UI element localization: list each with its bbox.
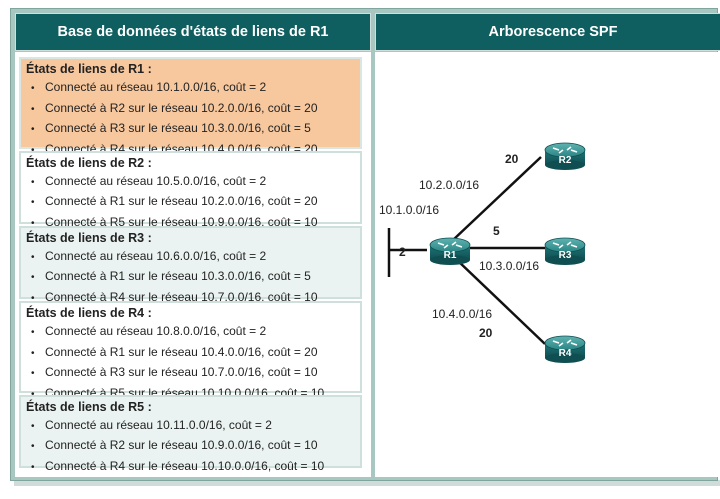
router-arrows-icon: [552, 146, 578, 154]
bullet: •: [31, 368, 35, 379]
bullet: •: [31, 103, 35, 115]
spf-tree-diagram: R1 R2 R3 R4: [379, 142, 586, 363]
router-arrows-icon: [437, 241, 463, 249]
bullet: •: [31, 388, 35, 400]
lsdb-block-r1: États de liens de R1 : • Connecté au rése…: [19, 57, 362, 156]
lsdb-title: États de liens de R2 :: [26, 156, 152, 170]
cost-label-r1-r2: 20: [505, 152, 519, 166]
router-label: R1: [444, 250, 457, 261]
lsdb-entry-text: Connecté à R4 sur le réseau 10.7.0.0/16,…: [45, 289, 318, 304]
bullet: •: [31, 252, 35, 263]
lsdb-block-r4: États de liens de R4 : • Connecté au rése…: [19, 301, 362, 400]
bullet: •: [31, 441, 35, 453]
router-label: R3: [559, 250, 572, 261]
lsdb-entry: • Connecté à R3 sur le réseau 10.3.0.0/16…: [26, 119, 360, 140]
lsdb-entry: • Connecté à R2 sur le réseau 10.9.0.0/16…: [26, 436, 360, 456]
router-base: [430, 255, 470, 265]
bullet: •: [31, 347, 35, 359]
lsdb-block-r3: États de liens de R3 : • Connecté au rése…: [19, 226, 362, 304]
lsdb-entry-text: Connecté à R2 sur le réseau 10.2.0.0/16,…: [45, 100, 318, 115]
lsdb-title: États de liens de R4 :: [26, 306, 152, 320]
bullet: •: [31, 327, 35, 338]
router-top: [544, 237, 586, 253]
frame-shadow: [14, 480, 720, 486]
lsdb-entry: • Connecté au réseau 10.11.0.0/16, coût =…: [26, 416, 360, 436]
network-label-r1-r4: 10.4.0.0/16: [432, 307, 492, 321]
lsdb-title: États de liens de R3 :: [26, 231, 152, 245]
link-r1-r2: [452, 156, 542, 241]
router-base: [545, 160, 585, 170]
link-r1-r4: [456, 259, 546, 345]
bullet: •: [31, 144, 35, 156]
spf-panel: R1 R2 R3 R4: [375, 52, 720, 477]
router-base: [545, 255, 585, 265]
network-label-r1-r3: 10.3.0.0/16: [479, 259, 539, 273]
bullet: •: [31, 197, 35, 209]
lsdb-entry-text: Connecté au réseau 10.6.0.0/16, coût = 2: [45, 249, 267, 263]
lsdb-entry-text: Connecté à R3 sur le réseau 10.3.0.0/16,…: [45, 121, 311, 135]
lsdb-entry-text: Connecté à R1 sur le réseau 10.3.0.0/16,…: [45, 269, 311, 284]
lsdb-entry: • Connecté au réseau 10.1.0.0/16, coût = …: [26, 78, 360, 99]
lsdb-entry: • Connecté au réseau 10.6.0.0/16, coût = …: [26, 247, 360, 267]
lsdb-header: Base de données d'états de liens de R1: [15, 13, 371, 51]
lsdb-entry-text: Connecté au réseau 10.1.0.0/16, coût = 2: [45, 80, 267, 94]
router-r4: R4: [544, 335, 586, 363]
router-base: [545, 353, 585, 363]
lsdb-entry-text: Connecté à R1 sur le réseau 10.4.0.0/16,…: [45, 344, 318, 359]
lsdb-block-r5: États de liens de R5 : • Connecté au rése…: [19, 395, 362, 473]
lsdb-title: États de liens de R1 :: [26, 62, 152, 76]
lsdb-entry-text: Connecté au réseau 10.5.0.0/16, coût = 2: [45, 174, 267, 188]
figure-frame: Base de données d'états de liens de R1 A…: [10, 8, 720, 481]
router-top: [544, 335, 586, 351]
router-arrows-icon: [552, 339, 578, 347]
router-r2: R2: [544, 142, 586, 170]
router-r1: R1: [429, 237, 471, 265]
lsdb-entry: • Connecté à R2 sur le réseau 10.2.0.0/16…: [26, 99, 360, 120]
cost-label-r1-r4: 20: [479, 326, 493, 340]
bullet: •: [31, 292, 35, 304]
router-label: R2: [559, 155, 572, 166]
lsdb-entry-text: Connecté à R4 sur le réseau 10.10.0.0/16…: [45, 458, 325, 473]
lsdb-entry: • Connecté au réseau 10.5.0.0/16, coût = …: [26, 172, 360, 192]
spf-header: Arborescence SPF: [375, 13, 720, 51]
lsdb-entry: • Connecté à R1 sur le réseau 10.3.0.0/16…: [26, 267, 360, 287]
bullet: •: [31, 461, 35, 473]
lsdb-panel: États de liens de R1 : • Connecté au rése…: [15, 52, 371, 477]
lsdb-entry: • Connecté à R1 sur le réseau 10.2.0.0/16…: [26, 192, 360, 212]
bullet: •: [31, 83, 35, 94]
bullet: •: [31, 272, 35, 284]
lsdb-entry: • Connecté à R4 sur le réseau 10.10.0.0/1…: [26, 457, 360, 477]
router-r3: R3: [544, 237, 586, 265]
lsdb-title: États de liens de R5 :: [26, 400, 152, 414]
router-label: R4: [559, 348, 572, 359]
lsdb-entry: • Connecté au réseau 10.8.0.0/16, coût = …: [26, 322, 360, 343]
lsdb-entry-text: Connecté à R2 sur le réseau 10.9.0.0/16,…: [45, 438, 318, 453]
bullet: •: [31, 177, 35, 188]
lsdb-block-r2: États de liens de R2 : • Connecté au rése…: [19, 151, 362, 229]
lsdb-entry-text: Connecté au réseau 10.8.0.0/16, coût = 2: [45, 324, 267, 338]
lsdb-entry-text: Connecté à R3 sur le réseau 10.7.0.0/16,…: [45, 365, 318, 379]
network-label-r1-r2: 10.2.0.0/16: [419, 178, 479, 192]
lsdb-entry: • Connecté à R5 sur le réseau 10.9.0.0/16…: [26, 213, 360, 233]
bullet: •: [31, 217, 35, 229]
lsdb-entry-text: Connecté à R1 sur le réseau 10.2.0.0/16,…: [45, 194, 318, 209]
lsdb-entry-text: Connecté à R5 sur le réseau 10.9.0.0/16,…: [45, 214, 318, 229]
cost-label-lan: 2: [399, 245, 406, 259]
lsdb-entry: • Connecté à R4 sur le réseau 10.7.0.0/16…: [26, 288, 360, 308]
router-top: [544, 142, 586, 158]
lsdb-entry: • Connecté à R3 sur le réseau 10.7.0.0/16…: [26, 363, 360, 384]
bullet: •: [31, 124, 35, 135]
network-label-lan: 10.1.0.0/16: [379, 203, 439, 217]
bullet: •: [31, 421, 35, 432]
router-top: [429, 237, 471, 253]
lsdb-entry-text: Connecté au réseau 10.11.0.0/16, coût = …: [45, 418, 272, 432]
router-arrows-icon: [552, 241, 578, 249]
lsdb-entry: • Connecté à R1 sur le réseau 10.4.0.0/16…: [26, 343, 360, 364]
cost-label-r1-r3: 5: [493, 224, 500, 238]
